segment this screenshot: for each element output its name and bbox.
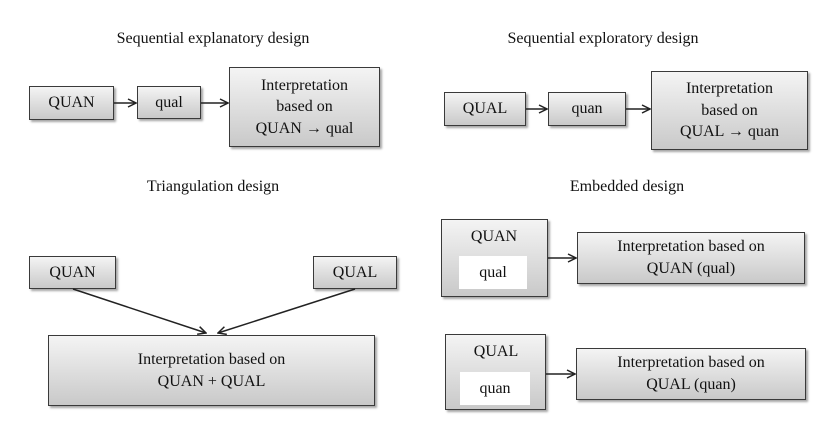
embedded-qual-inner-box: qual xyxy=(459,256,527,289)
embedded-quan-inner-label: quan xyxy=(479,379,511,397)
seq-exploratory-quan-label: quan xyxy=(571,100,603,118)
arrow-triangulation-qual xyxy=(218,288,356,333)
seq-explanatory-qual-box: qual xyxy=(137,86,201,119)
embedded-qual-outer-label: QUAL xyxy=(473,343,519,360)
seq-exploratory-result-line2: based on xyxy=(701,101,758,119)
seq-explanatory-result-line2: based on xyxy=(276,98,333,116)
seq-explanatory-result-line1: Interpretation xyxy=(260,76,349,94)
embedded-bottom-result-line2: QUAL (quan) xyxy=(646,376,736,393)
embedded-top-result-line2: QUAN (qual) xyxy=(646,260,736,277)
triangulation-result-box: Interpretation based on QUAN + QUAL xyxy=(48,335,375,406)
triangulation-qual-label: QUAL xyxy=(332,263,378,281)
embedded-top-result-line1: Interpretation based on xyxy=(617,238,765,256)
triangulation-quan-box: QUAN xyxy=(29,256,116,289)
triangulation-qual-box: QUAL xyxy=(313,256,397,289)
seq-exploratory-quan-box: quan xyxy=(548,92,626,126)
seq-explanatory-quan-label: QUAN xyxy=(48,94,95,112)
seq-explanatory-result-box: Interpretation based on QUAN → qual xyxy=(229,67,380,147)
seq-exploratory-qual-box: QUAL xyxy=(444,92,526,126)
seq-explanatory-result-line3: QUAN → qual xyxy=(255,119,354,137)
seq-exploratory-result-line1: Interpretation xyxy=(685,80,774,98)
triangulation-result-line2: QUAN + QUAL xyxy=(157,372,266,390)
seq-exploratory-result-box: Interpretation based on QUAL → quan xyxy=(651,71,808,150)
embedded-bottom-result-box: Interpretation based on QUAL (quan) xyxy=(576,348,806,400)
arrow-triangulation-quan xyxy=(72,288,206,333)
embedded-qual-inner-label: qual xyxy=(479,263,507,281)
triangulation-result-line1: Interpretation based on xyxy=(137,350,286,368)
seq-explanatory-quan-box: QUAN xyxy=(29,86,114,120)
triangulation-quan-label: QUAN xyxy=(49,263,96,281)
embedded-quan-outer-label: QUAN xyxy=(470,228,518,245)
seq-exploratory-qual-label: QUAL xyxy=(462,100,508,118)
title-sequential-explanatory: Sequential explanatory design xyxy=(116,30,310,47)
embedded-quan-inner-box: quan xyxy=(460,372,530,405)
seq-explanatory-qual-label: qual xyxy=(155,93,183,111)
title-embedded: Embedded design xyxy=(569,178,685,195)
embedded-top-result-box: Interpretation based on QUAN (qual) xyxy=(577,232,805,284)
seq-exploratory-result-line3: QUAL → quan xyxy=(680,123,779,141)
title-sequential-exploratory: Sequential exploratory design xyxy=(507,30,699,47)
embedded-bottom-result-line1: Interpretation based on xyxy=(617,354,765,372)
title-triangulation: Triangulation design xyxy=(146,178,280,195)
